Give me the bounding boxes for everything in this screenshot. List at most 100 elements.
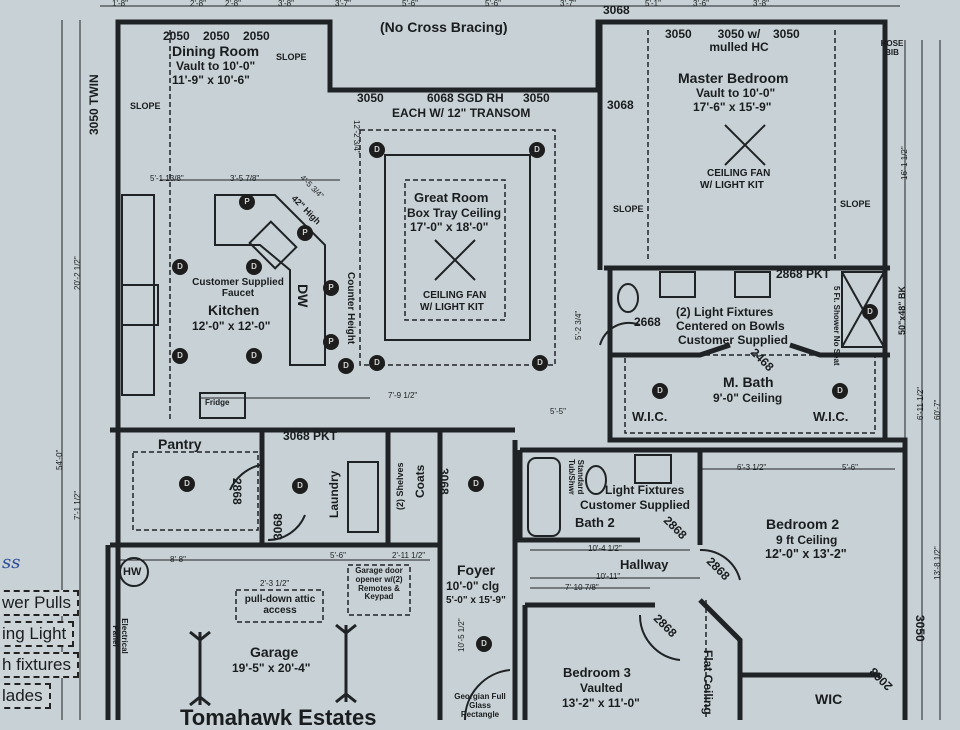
shelves-note: (2) Shelves [395, 462, 405, 510]
shower-size: 50"x48" BK [897, 285, 907, 335]
downlight-icon: D [529, 142, 545, 158]
door-code: 3068 [603, 3, 630, 17]
top-note: (No Cross Bracing) [380, 19, 508, 35]
dim-label: 5'-6" [485, 0, 501, 8]
dim-label: 5'-5" [550, 407, 566, 416]
dim-label: 5'-6" [330, 551, 346, 560]
window-code: 3050 [357, 91, 384, 105]
downlight-icon: D [172, 348, 188, 364]
door-code: 3068 PKT [283, 429, 338, 443]
dim-label: 7'-9 1/2" [388, 391, 418, 400]
pendant-icon: P [297, 225, 313, 241]
front-door-note: Georgian Full Glass Rectangle [454, 692, 506, 719]
dim-label: 13'-8 1/2" [933, 546, 942, 580]
downlight-icon: D [468, 476, 484, 492]
dishwasher-label: DW [295, 284, 311, 308]
pendant-icon: P [323, 334, 339, 350]
window-code: 2050 [163, 29, 190, 43]
handwritten-note: ss [2, 552, 21, 573]
tub-note: Standard Tub/Shwr [567, 459, 585, 495]
dim-label: 3'-5 7/8" [230, 174, 260, 183]
downlight-icon: D [532, 355, 548, 371]
slope-note: SLOPE [840, 199, 871, 209]
hose-bib-note: HOSE BIB [880, 39, 904, 57]
transom-note: EACH W/ 12" TRANSOM [392, 106, 531, 120]
flat-ceiling-note: Flat Ceiling [701, 650, 715, 715]
room-size: 12'-0" x 12'-0" [192, 319, 271, 333]
room-name-hallway: Hallway [620, 557, 669, 572]
legend-item: lades [0, 683, 51, 709]
dim-label: 5'-6" [402, 0, 418, 8]
window-code: 3050 [665, 27, 692, 41]
room-size: 11'-9" x 10'-6" [172, 73, 250, 87]
kitchen-counters [121, 194, 326, 419]
fridge-label: Fridge [205, 398, 230, 407]
dim-label: 16'-1 1/2" [900, 146, 909, 180]
door-code: 2668 [634, 315, 661, 329]
fixtures [119, 271, 885, 720]
window-code: 3050 [913, 615, 927, 642]
room-size: 12'-0" x 13'-2" [765, 547, 847, 561]
light-note: Centered on Bowls [676, 319, 785, 333]
downlight-icon: D [338, 358, 354, 374]
dim-label: 2'-11 1/2" [392, 551, 426, 560]
room-ceiling: Vaulted [580, 681, 623, 695]
room-ceiling: 9'-0" Ceiling [713, 391, 783, 405]
window-code: 3050 [523, 91, 550, 105]
dim-label: 7'-1 1/2" [73, 490, 82, 520]
room-name-bedroom-2: Bedroom 2 [766, 516, 840, 532]
room-ceiling: Vault to 10'-0" [696, 86, 776, 100]
light-note: Customer Supplied [580, 498, 691, 512]
door-code: 3068 [437, 468, 451, 495]
downlight-icon: D [292, 478, 308, 494]
room-size: 17'-6" x 15'-9" [693, 100, 772, 114]
dim-label: 6'-11 1/2" [916, 386, 925, 420]
room-name-wic-left: W.I.C. [632, 409, 668, 424]
dim-label: 3'-8" [278, 0, 294, 8]
window-code: 3050 [773, 27, 800, 41]
door-code: 6068 SGD RH [427, 91, 504, 105]
dim-label: 5'-2 3/4" [574, 310, 583, 340]
room-name-laundry: Laundry [327, 470, 341, 518]
dim-label: 5'-6" [842, 463, 858, 472]
dim-label: 1'-8" [112, 0, 128, 8]
room-name-wic-right: W.I.C. [813, 409, 849, 424]
room-name-bath-2: Bath 2 [575, 515, 615, 530]
dim-label: 54'-0" [55, 449, 64, 470]
dim-label: 7'-10 7/8" [565, 583, 599, 592]
garage-bay-marks [189, 623, 357, 707]
dim-label: 2'-3 1/2" [260, 579, 290, 588]
legend-item: h fixtures [0, 652, 79, 678]
light-note: Light Fixtures [605, 483, 685, 497]
fan-note: CEILING FAN [423, 290, 487, 301]
downlight-icon: D [862, 304, 878, 320]
window-code: 2050 [243, 29, 270, 43]
downlight-icon: D [652, 383, 668, 399]
attic-access-note: pull-down attic access [244, 594, 316, 616]
dim-label: 3'-8" [753, 0, 769, 8]
room-ceiling: Box Tray Ceiling [407, 206, 502, 220]
dim-label: 3'-6" [693, 0, 709, 8]
legend-item: wer Pulls [0, 590, 79, 616]
door-code: 3068 [271, 513, 285, 540]
slope-note: SLOPE [613, 204, 644, 214]
walls [105, 19, 908, 720]
room-name-foyer: Foyer [457, 562, 496, 578]
shower-note: 5 Ft. Shower No Seat [832, 286, 841, 366]
dim-label: 60'-7" [933, 399, 942, 420]
downlight-icon: D [246, 348, 262, 364]
room-name-dining: Dining Room [172, 43, 260, 59]
room-ceiling: Vault to 10'-0" [176, 59, 256, 73]
dim-label: 3'-7" [560, 0, 576, 8]
downlight-icon: D [476, 636, 492, 652]
room-size: 5'-0" x 15'-9" [446, 595, 506, 606]
light-note: Customer Supplied [678, 333, 789, 347]
room-ceiling: 10'-0" clg [446, 579, 500, 593]
room-name-coats: Coats [413, 464, 427, 498]
downlight-icon: D [369, 355, 385, 371]
dim-label: 5'-1 13/8" [150, 174, 184, 183]
downlight-icon: D [832, 383, 848, 399]
legend-item: ing Light [0, 621, 75, 647]
room-name-kitchen: Kitchen [208, 302, 260, 318]
